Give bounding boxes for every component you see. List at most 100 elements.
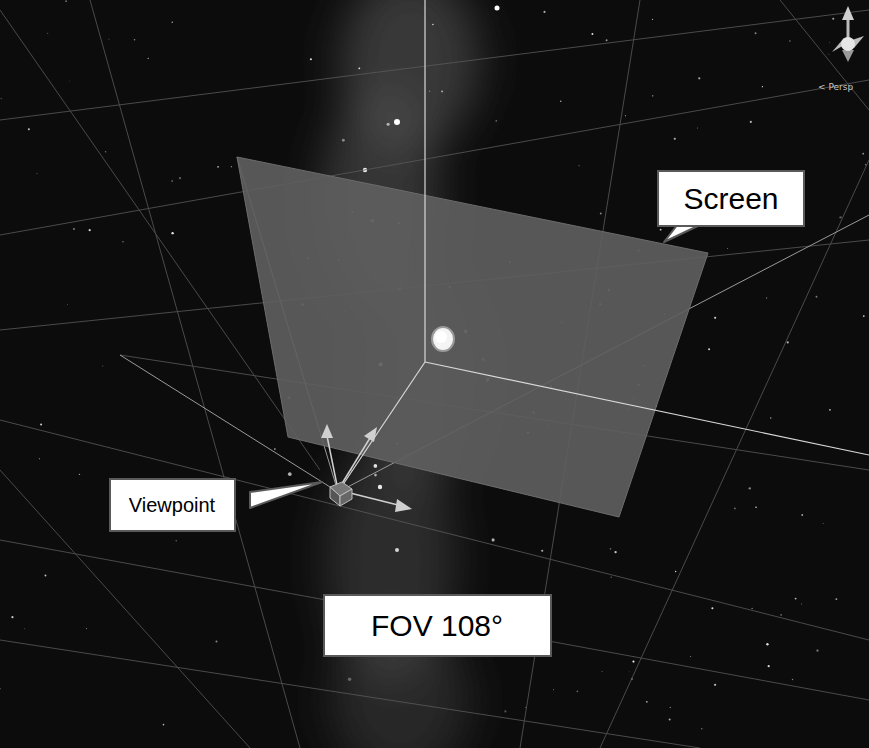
star <box>577 691 579 693</box>
star <box>752 608 753 609</box>
star <box>690 655 692 657</box>
star <box>611 577 612 578</box>
stars <box>0 0 867 729</box>
star <box>628 671 630 673</box>
star <box>134 39 136 41</box>
star <box>578 165 579 166</box>
viewpoint-gizmo <box>321 424 412 512</box>
star <box>766 643 768 645</box>
star <box>65 0 67 2</box>
star <box>387 123 390 126</box>
star <box>310 58 312 60</box>
star <box>674 138 676 140</box>
star <box>73 228 75 230</box>
star <box>217 166 219 168</box>
star <box>374 474 377 477</box>
star <box>541 550 543 552</box>
star <box>829 41 831 43</box>
callout-box: Screen <box>657 170 805 227</box>
star <box>832 18 834 20</box>
star <box>215 640 217 642</box>
star <box>780 614 781 615</box>
star <box>727 248 728 249</box>
star <box>69 80 71 82</box>
star <box>652 95 653 96</box>
star <box>828 54 829 55</box>
star <box>652 19 653 20</box>
star <box>801 514 803 516</box>
star <box>28 128 30 130</box>
star <box>646 701 648 703</box>
star <box>171 232 173 234</box>
star <box>823 523 824 524</box>
star <box>47 32 49 34</box>
star <box>553 689 555 691</box>
star <box>762 86 763 87</box>
star <box>768 665 770 667</box>
star <box>770 417 771 418</box>
star <box>378 485 382 489</box>
view-mode-label: < Persp <box>818 82 853 92</box>
star <box>766 297 767 298</box>
star <box>835 598 837 600</box>
star <box>108 38 110 40</box>
star <box>432 24 434 26</box>
star <box>543 11 545 13</box>
star <box>105 151 106 152</box>
star <box>560 100 562 102</box>
star <box>394 119 400 125</box>
star <box>816 296 818 298</box>
star <box>697 127 699 129</box>
callout-text: Viewpoint <box>129 494 215 516</box>
star <box>172 21 174 23</box>
star <box>176 540 177 541</box>
star <box>708 348 710 350</box>
star <box>148 58 149 59</box>
screen-quad <box>237 157 708 517</box>
star <box>632 661 634 663</box>
star <box>701 728 702 729</box>
star <box>67 304 68 305</box>
star <box>89 229 91 231</box>
star <box>40 424 42 426</box>
star <box>231 166 232 167</box>
star <box>86 628 87 629</box>
star <box>441 90 443 92</box>
star <box>755 506 757 508</box>
star <box>495 120 497 122</box>
callout-tails <box>250 224 702 508</box>
star <box>429 91 430 92</box>
star <box>839 216 841 218</box>
axis-lines <box>338 0 869 492</box>
star <box>600 213 602 215</box>
star <box>179 177 181 179</box>
star <box>829 409 831 411</box>
star <box>711 607 713 609</box>
callout-text: FOV 108° <box>371 609 503 642</box>
star <box>660 229 662 231</box>
star <box>863 315 865 317</box>
star <box>749 487 751 489</box>
star <box>750 121 752 123</box>
sphere <box>432 327 454 351</box>
star <box>606 39 608 41</box>
callout-text: Screen <box>683 182 778 215</box>
star <box>348 678 351 681</box>
star <box>492 538 495 541</box>
star <box>625 115 626 116</box>
star <box>714 317 716 319</box>
star <box>45 575 47 577</box>
star <box>792 679 793 680</box>
star <box>122 241 124 243</box>
star <box>669 719 671 721</box>
star <box>602 671 603 672</box>
star <box>862 153 864 155</box>
star <box>714 684 716 686</box>
star <box>795 598 797 600</box>
star <box>801 603 803 605</box>
star <box>274 448 276 450</box>
star <box>610 548 612 550</box>
star <box>79 474 80 475</box>
star <box>734 508 736 510</box>
